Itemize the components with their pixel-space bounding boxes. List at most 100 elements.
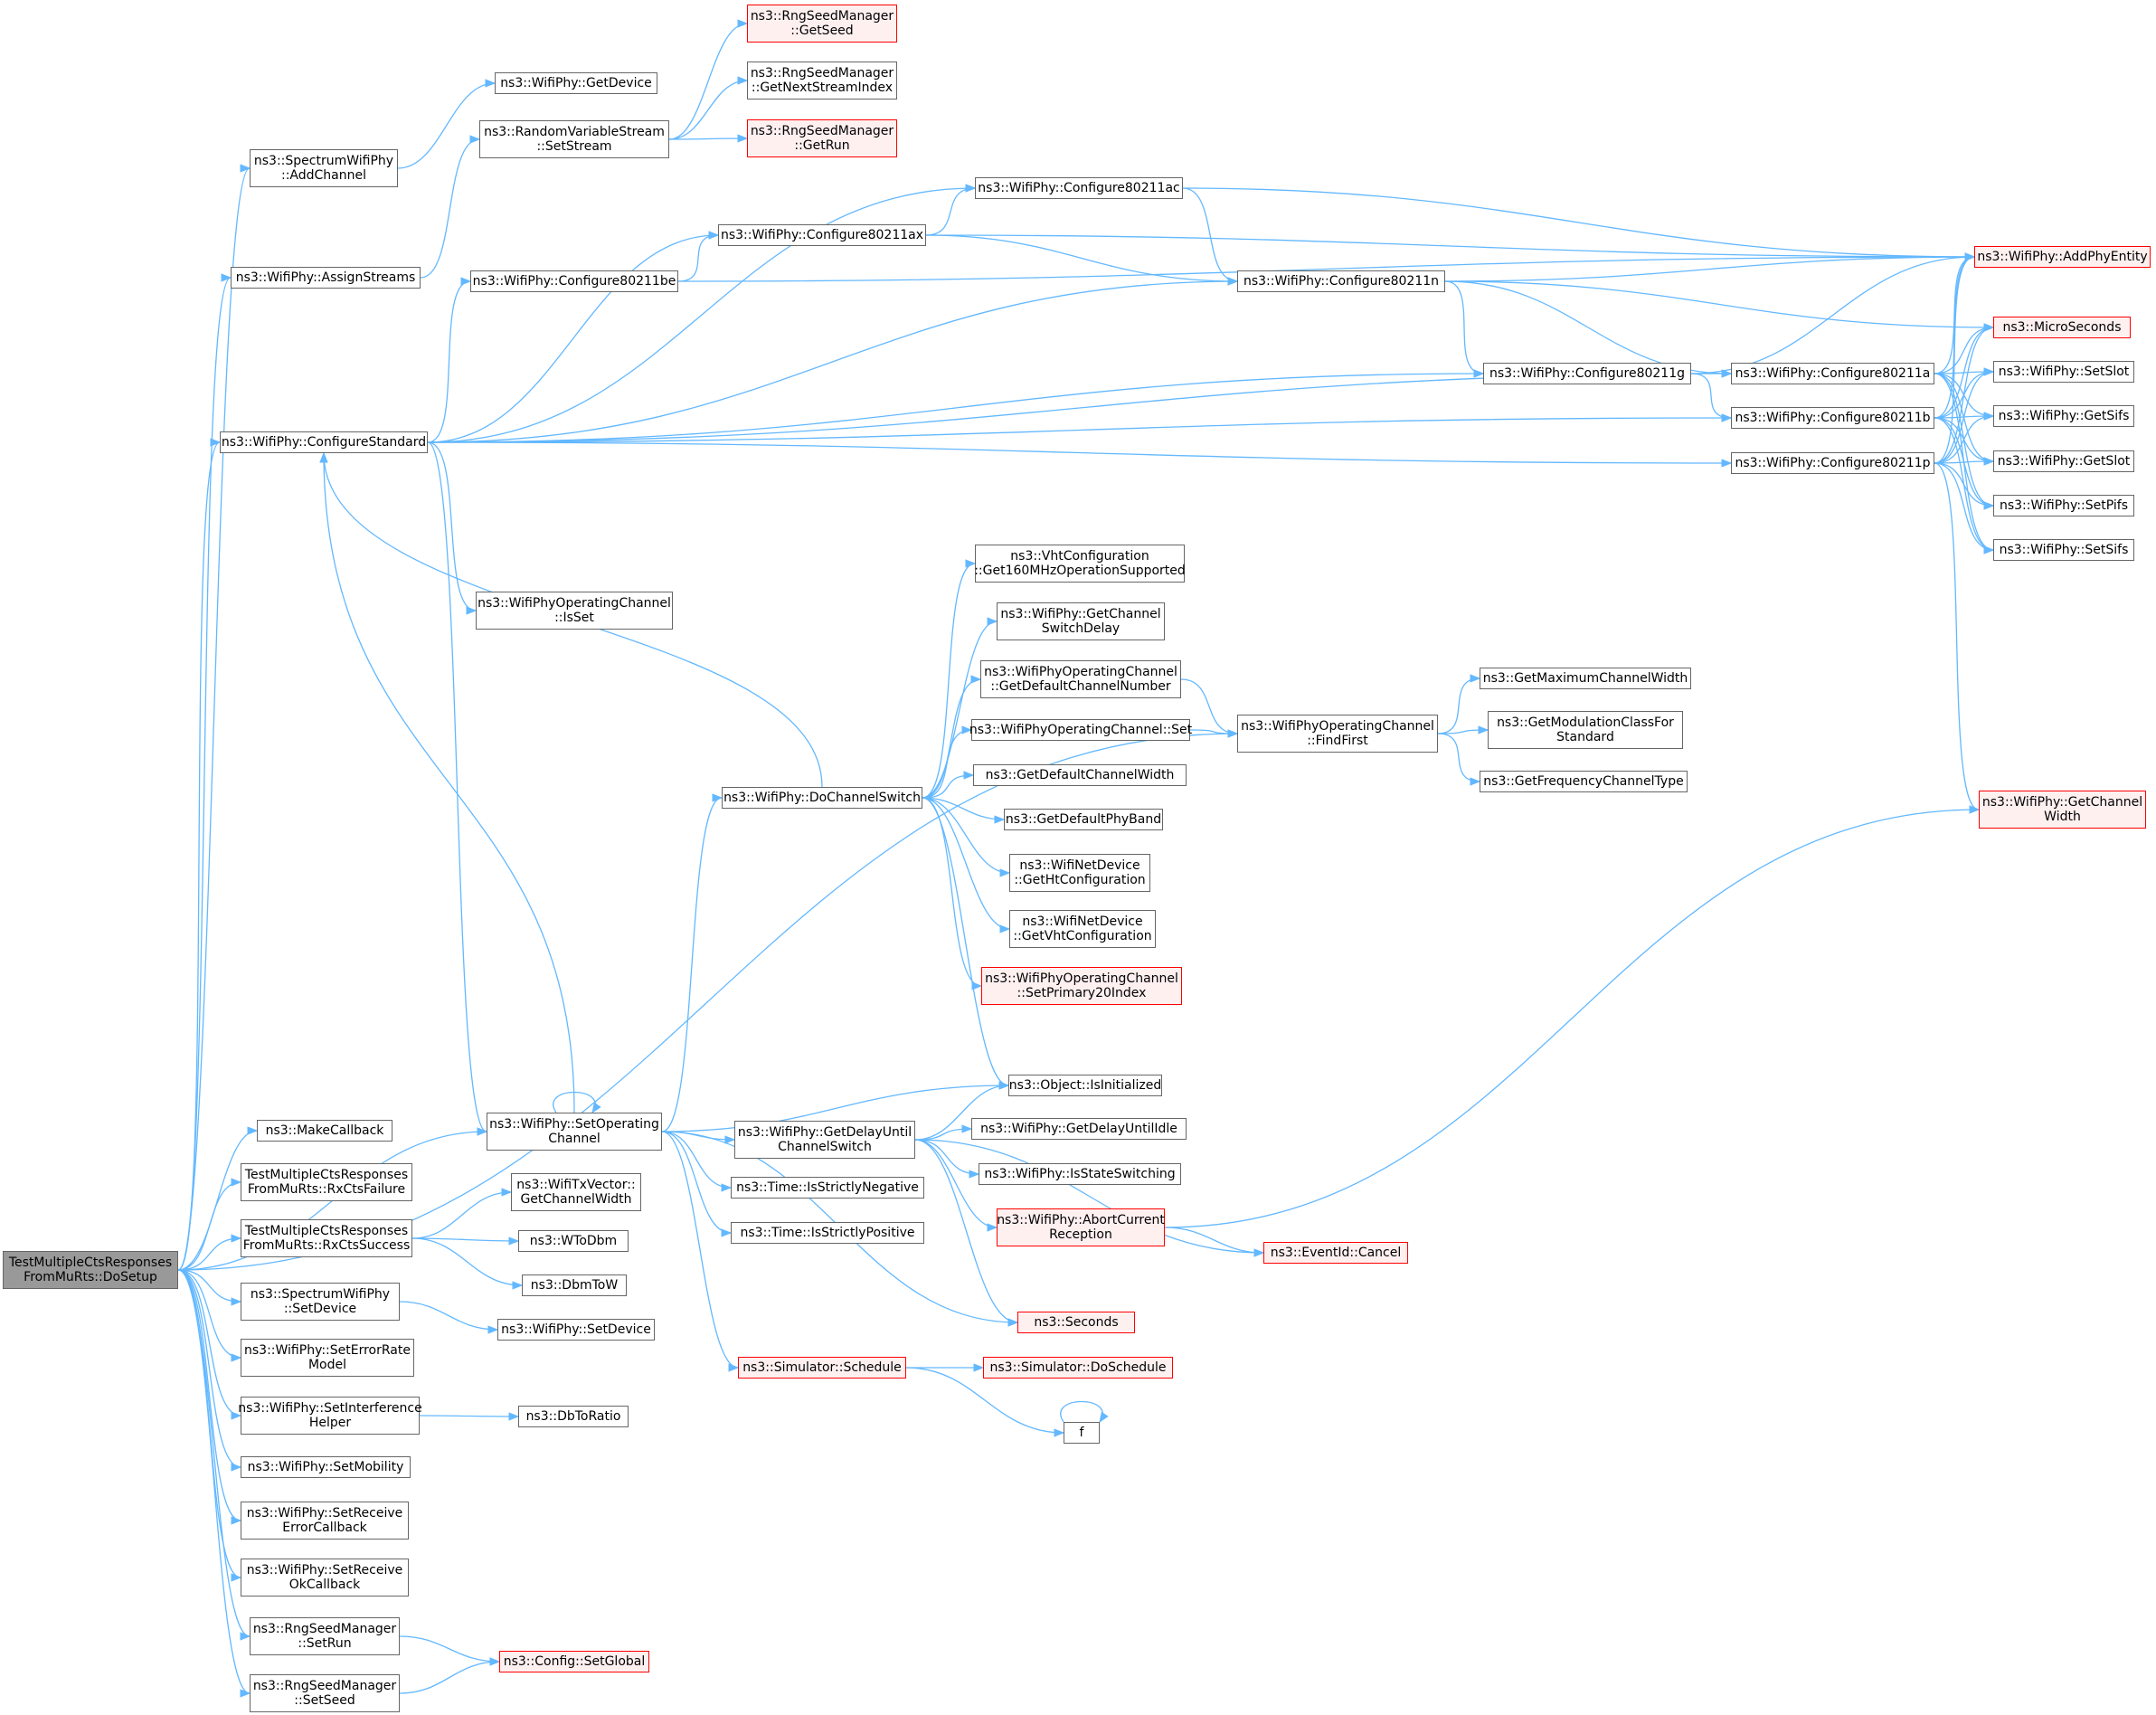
graph-node-wp-setsifs[interactable]: ns3::WifiPhy::SetSifs bbox=[1993, 539, 2134, 561]
graph-node-getmaxchw[interactable]: ns3::GetMaximumChannelWidth bbox=[1480, 668, 1691, 689]
node-label-line: ns3::RngSeedManager bbox=[252, 1622, 397, 1636]
call-edge-rvs_setstream-to-rsm_getseed bbox=[668, 19, 749, 140]
graph-node-wp-cfgbe[interactable]: ns3::WifiPhy::Configure80211be bbox=[470, 270, 678, 292]
graph-node-getfreqch[interactable]: ns3::GetFrequencyChannelType bbox=[1480, 771, 1688, 792]
graph-node-wp-cfgp[interactable]: ns3::WifiPhy::Configure80211p bbox=[1731, 452, 1934, 474]
graph-node-wp-getsifs[interactable]: ns3::WifiPhy::GetSifs bbox=[1993, 405, 2134, 427]
call-edge-wp_cfga-to-microsec bbox=[1934, 323, 1995, 374]
graph-node-wp-addphy[interactable]: ns3::WifiPhy::AddPhyEntity bbox=[1974, 246, 2151, 268]
graph-node-f[interactable]: f bbox=[1064, 1422, 1100, 1444]
call-edge-wp_dochsw-to-getdefchw bbox=[922, 771, 975, 799]
graph-node-sim-dosched[interactable]: ns3::Simulator::DoSchedule bbox=[983, 1357, 1173, 1379]
call-edge-root-to-rsm_setrun bbox=[177, 1269, 251, 1641]
graph-node-seconds[interactable]: ns3::Seconds bbox=[1017, 1312, 1135, 1333]
graph-node-txv-getchw[interactable]: ns3::WifiTxVector::GetChannelWidth bbox=[511, 1173, 641, 1211]
graph-node-wpoc-set[interactable]: ns3::WifiPhyOperatingChannel::Set bbox=[969, 719, 1192, 741]
node-label-line: f bbox=[1079, 1426, 1084, 1440]
graph-node-wpoc-setp20[interactable]: ns3::WifiPhyOperatingChannel::SetPrimary… bbox=[981, 967, 1182, 1005]
call-edge-wp_cfgax-to-wp_cfgac bbox=[925, 184, 977, 236]
graph-node-wp-cfgn[interactable]: ns3::WifiPhy::Configure80211n bbox=[1237, 270, 1445, 292]
graph-node-swp-setdev[interactable]: ns3::SpectrumWifiPhy::SetDevice bbox=[241, 1283, 400, 1321]
call-edge-rvs_setstream-to-rsm_getrun bbox=[668, 134, 749, 143]
graph-node-wp-getdelayidle[interactable]: ns3::WifiPhy::GetDelayUntilIdle bbox=[971, 1118, 1187, 1140]
call-edge-root-to-wp_cfgstd bbox=[177, 438, 222, 1271]
node-label-line: ::FindFirst bbox=[1307, 734, 1368, 748]
graph-node-wpoc-findfirst[interactable]: ns3::WifiPhyOperatingChannel::FindFirst bbox=[1237, 715, 1438, 753]
node-label-line: ns3::Simulator::DoSchedule bbox=[989, 1360, 1167, 1375]
graph-node-wp-isstatesw[interactable]: ns3::WifiPhy::IsStateSwitching bbox=[979, 1163, 1181, 1185]
node-label-line: ns3::GetMaximumChannelWidth bbox=[1482, 671, 1688, 686]
graph-node-wpoc-isset[interactable]: ns3::WifiPhyOperatingChannel::IsSet bbox=[476, 592, 673, 630]
graph-node-rsm-setseed[interactable]: ns3::RngSeedManager::SetSeed bbox=[250, 1674, 400, 1712]
graph-node-wp-setmob[interactable]: ns3::WifiPhy::SetMobility bbox=[241, 1456, 411, 1478]
graph-node-wp-cfgg[interactable]: ns3::WifiPhy::Configure80211g bbox=[1483, 363, 1691, 384]
node-label-line: GetChannelWidth bbox=[520, 1192, 632, 1207]
node-label-line: SwitchDelay bbox=[1041, 621, 1121, 636]
call-edge-wp_cfgax-to-wp_cfgn bbox=[925, 234, 1239, 286]
node-label-line: ::GetNextStreamIndex bbox=[751, 81, 894, 95]
node-label-line: ::SetSeed bbox=[294, 1693, 355, 1708]
node-label-line: ns3::WifiPhy::SetPifs bbox=[1999, 498, 2128, 513]
graph-node-wp-cfgstd[interactable]: ns3::WifiPhy::ConfigureStandard bbox=[220, 431, 428, 453]
graph-node-makecb[interactable]: ns3::MakeCallback bbox=[257, 1120, 392, 1142]
graph-node-wp-getslot[interactable]: ns3::WifiPhy::GetSlot bbox=[1993, 450, 2134, 472]
graph-node-swp-addch[interactable]: ns3::SpectrumWifiPhy::AddChannel bbox=[250, 149, 398, 187]
node-label-line: Reception bbox=[1049, 1227, 1112, 1242]
call-edge-wp_cfgstd-to-wp_cfgb bbox=[427, 413, 1733, 443]
graph-node-getdefphyband[interactable]: ns3::GetDefaultPhyBand bbox=[1004, 809, 1163, 830]
graph-node-wp-assign[interactable]: ns3::WifiPhy::AssignStreams bbox=[231, 267, 421, 289]
graph-node-rsm-getseed[interactable]: ns3::RngSeedManager::GetSeed bbox=[747, 5, 897, 43]
graph-node-dbmtow[interactable]: ns3::DbmToW bbox=[522, 1274, 627, 1296]
graph-node-getdefchw[interactable]: ns3::GetDefaultChannelWidth bbox=[973, 764, 1187, 786]
graph-node-wpoc-getdefch[interactable]: ns3::WifiPhyOperatingChannel::GetDefault… bbox=[980, 660, 1181, 698]
graph-node-wnd-vht[interactable]: ns3::WifiNetDevice::GetVhtConfiguration bbox=[1009, 910, 1156, 948]
graph-node-rsm-getnext[interactable]: ns3::RngSeedManager::GetNextStreamIndex bbox=[747, 62, 897, 99]
node-label-line: TestMultipleCtsResponses bbox=[244, 1168, 409, 1182]
graph-node-wp-cfgac[interactable]: ns3::WifiPhy::Configure80211ac bbox=[975, 177, 1183, 199]
node-label-line: ns3::WifiPhy::AddPhyEntity bbox=[1977, 250, 2148, 264]
node-label-line: ns3::GetDefaultPhyBand bbox=[1005, 812, 1162, 827]
graph-node-wtodbm[interactable]: ns3::WToDbm bbox=[518, 1230, 629, 1252]
node-label-line: ns3::WifiPhy::GetDelayUntilIdle bbox=[980, 1122, 1177, 1136]
graph-node-wnd-ht[interactable]: ns3::WifiNetDevice::GetHtConfiguration bbox=[1009, 854, 1150, 892]
graph-node-wp-setdev[interactable]: ns3::WifiPhy::SetDevice bbox=[497, 1319, 655, 1341]
graph-node-sim-schedule[interactable]: ns3::Simulator::Schedule bbox=[738, 1357, 906, 1379]
graph-node-time-pos[interactable]: ns3::Time::IsStrictlyPositive bbox=[731, 1222, 924, 1244]
call-edge-sim_schedule-to-f bbox=[905, 1367, 1065, 1437]
graph-node-time-neg[interactable]: ns3::Time::IsStrictlyNegative bbox=[731, 1177, 924, 1199]
graph-node-rsm-setrun[interactable]: ns3::RngSeedManager::SetRun bbox=[250, 1617, 400, 1655]
graph-node-wp-getdev[interactable]: ns3::WifiPhy::GetDevice bbox=[495, 72, 657, 94]
graph-node-wp-setslot[interactable]: ns3::WifiPhy::SetSlot bbox=[1993, 361, 2134, 383]
graph-node-vht-160[interactable]: ns3::VhtConfiguration::Get160MHzOperatio… bbox=[974, 545, 1186, 583]
graph-node-wp-cfgb[interactable]: ns3::WifiPhy::Configure80211b bbox=[1731, 407, 1934, 429]
graph-node-wp-cfga[interactable]: ns3::WifiPhy::Configure80211a bbox=[1731, 363, 1934, 384]
graph-node-wp-setpifs[interactable]: ns3::WifiPhy::SetPifs bbox=[1993, 495, 2134, 516]
graph-node-microsec[interactable]: ns3::MicroSeconds bbox=[1993, 317, 2131, 338]
graph-node-eventid-cancel[interactable]: ns3::EventId::Cancel bbox=[1263, 1242, 1408, 1264]
call-edge-wp_setopch-to-wp_cfgstd bbox=[319, 451, 575, 1113]
node-label-line: ns3::GetModulationClassFor bbox=[1497, 715, 1674, 730]
graph-node-cfg-setglobal[interactable]: ns3::Config::SetGlobal bbox=[499, 1651, 649, 1672]
graph-node-wp-dochsw[interactable]: ns3::WifiPhy::DoChannelSwitch bbox=[722, 787, 922, 809]
node-label-line: ns3::DbmToW bbox=[530, 1278, 619, 1293]
call-edge-wp_cfgp-to-wp_getsifs bbox=[1934, 412, 1995, 464]
graph-node-obj-isinit[interactable]: ns3::Object::IsInitialized bbox=[1008, 1075, 1162, 1096]
graph-node-rvs-setstream[interactable]: ns3::RandomVariableStream::SetStream bbox=[479, 120, 669, 158]
graph-node-dbtoratio[interactable]: ns3::DbToRatio bbox=[518, 1406, 629, 1427]
call-edge-wp_setopch-to-time_neg bbox=[661, 1131, 733, 1192]
graph-node-wp-cfgax[interactable]: ns3::WifiPhy::Configure80211ax bbox=[718, 224, 926, 246]
graph-node-rsm-getrun[interactable]: ns3::RngSeedManager::GetRun bbox=[747, 119, 897, 157]
